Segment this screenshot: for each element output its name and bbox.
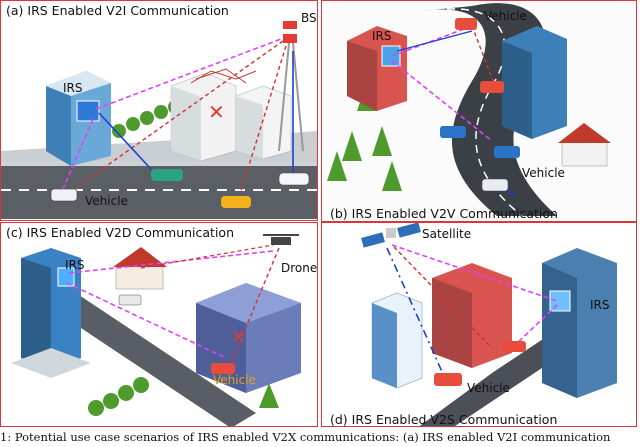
building-right	[235, 85, 292, 160]
vehicle-white-left	[50, 188, 78, 202]
panel-title: (d) IRS Enabled V2S Communication	[330, 412, 558, 427]
irs-label: IRS	[590, 298, 610, 312]
figure-caption: 1: Potential use case scenarios of IRS e…	[0, 430, 611, 444]
irs-label: IRS	[63, 81, 83, 95]
vehicle-white	[481, 178, 509, 192]
v2s-illustration	[361, 223, 617, 426]
panel-title: (b) IRS Enabled V2V Communication	[330, 206, 558, 221]
glass-tower-left	[371, 292, 423, 389]
house	[113, 247, 167, 290]
vehicle-red	[480, 81, 504, 93]
panel-title: (a) IRS Enabled V2I Communication	[6, 3, 229, 18]
vehicle-yellow	[221, 196, 251, 208]
vehicle-top-label: Vehicle	[484, 9, 527, 23]
vehicle-blue-1	[440, 126, 466, 138]
panel-title: (c) IRS Enabled V2D Communication	[6, 225, 234, 240]
svg-text:✕: ✕	[208, 100, 225, 124]
vehicle	[211, 363, 235, 374]
building-middle	[170, 72, 237, 162]
irs-label: IRS	[65, 258, 85, 272]
satellite	[361, 223, 421, 248]
truck	[118, 294, 142, 306]
satellite-label: Satellite	[422, 227, 472, 241]
vehicle-label: Vehicle	[213, 373, 256, 387]
vehicle-top	[455, 18, 477, 30]
vehicle-label: Vehicle	[467, 381, 510, 395]
bs-tower	[278, 20, 304, 152]
red-building	[432, 263, 512, 368]
irs-building	[347, 26, 407, 111]
panel-v2i: ✕ (a) IRS Enabled V2I Communication IRS …	[0, 0, 318, 221]
road	[419, 333, 572, 426]
vehicle-red	[502, 341, 526, 352]
vehicle-white-right	[278, 172, 310, 186]
drone	[263, 234, 299, 245]
trees	[88, 377, 279, 416]
svg-text:✕: ✕	[231, 327, 246, 348]
v2d-illustration: ✕	[11, 234, 301, 426]
drone-label: Drone	[281, 261, 318, 275]
vehicle-label: Vehicle	[85, 194, 128, 208]
irs-tower	[542, 248, 617, 398]
vehicle-main	[434, 373, 462, 386]
irs-label: IRS	[372, 29, 392, 43]
panel-v2d: ✕ (c) IRS Enabled V2D Communication IRS …	[0, 222, 318, 427]
panel-v2s: (d) IRS Enabled V2S Communication Satell…	[321, 222, 637, 427]
irs-tower	[11, 248, 91, 378]
bs-label: BS	[301, 11, 317, 25]
obstacle	[190, 68, 257, 84]
house	[558, 123, 611, 167]
v2i-illustration: ✕	[1, 20, 317, 219]
vehicle-green	[151, 169, 183, 181]
irs-building	[46, 71, 111, 166]
v2v-illustration	[322, 1, 636, 221]
glass-tower	[502, 26, 567, 139]
vehicle-bottom-label: Vehicle	[522, 166, 565, 180]
vehicle-blue-2	[494, 146, 520, 158]
road	[51, 293, 256, 426]
panel-v2v: (b) IRS Enabled V2V Communication IRS Ve…	[321, 0, 637, 222]
